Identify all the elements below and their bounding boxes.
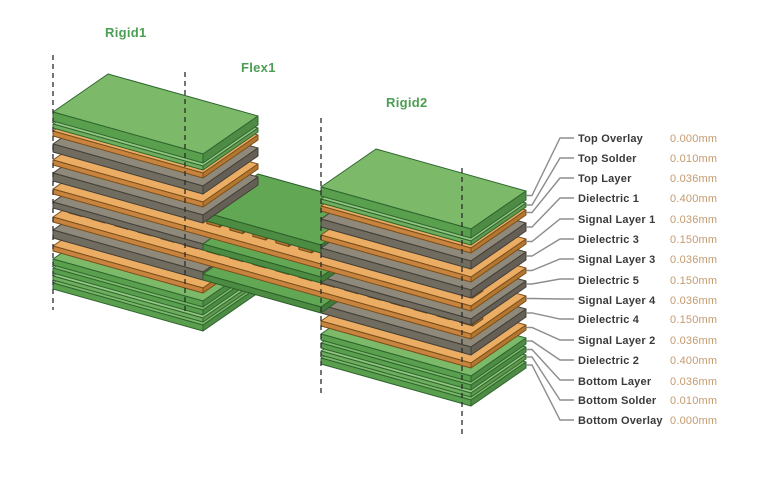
layer-name: Signal Layer 1 [578, 214, 656, 226]
leader-line [526, 326, 574, 341]
leader-line [526, 197, 574, 228]
layer-thickness: 0.150mm [670, 275, 718, 287]
layer-name: Dielectric 4 [578, 314, 640, 326]
layer-thickness: 0.010mm [670, 153, 718, 165]
layer-thickness: 0.000mm [670, 415, 718, 427]
leader-line [526, 258, 574, 272]
layer-name: Top Solder [578, 153, 637, 165]
leader-line [526, 177, 574, 214]
legend-row: Top Solder 0.010mm [578, 150, 763, 166]
leader-line [526, 348, 574, 381]
layer-thickness: 0.150mm [670, 314, 718, 326]
legend-row: Top Overlay 0.000mm [578, 130, 763, 146]
legend-row: Bottom Layer 0.036mm [578, 373, 763, 389]
layer-thickness: 0.400mm [670, 355, 718, 367]
layer-name: Signal Layer 3 [578, 254, 656, 266]
legend-row: Signal Layer 1 0.036mm [578, 211, 763, 227]
layer-thickness: 0.036mm [670, 376, 718, 388]
layer-thickness: 0.036mm [670, 335, 718, 347]
legend-row: Dielectric 1 0.400mm [578, 190, 763, 206]
layer-name: Bottom Layer [578, 376, 652, 388]
layer-thickness: 0.036mm [670, 173, 718, 185]
layer-slab-ov [52, 73, 259, 164]
legend-row: Signal Layer 4 0.036mm [578, 292, 763, 308]
legend-row: Dielectric 4 0.150mm [578, 311, 763, 327]
legend-row: Signal Layer 3 0.036mm [578, 251, 763, 267]
layer-name: Dielectric 1 [578, 193, 640, 205]
section-label-rigid1: Rigid1 [105, 25, 147, 40]
layer-name: Top Overlay [578, 133, 643, 145]
layer-thickness: 0.036mm [670, 214, 718, 226]
leader-line [526, 356, 574, 401]
leader-line [526, 364, 574, 421]
layer-name: Bottom Overlay [578, 415, 663, 427]
legend-row: Signal Layer 2 0.036mm [578, 332, 763, 348]
layer-thickness: 0.036mm [670, 295, 718, 307]
layer-thickness: 0.400mm [670, 193, 718, 205]
layer-thickness: 0.000mm [670, 133, 718, 145]
layer-thickness: 0.150mm [670, 234, 718, 246]
layer-thickness: 0.010mm [670, 395, 718, 407]
section-label-rigid2: Rigid2 [386, 95, 428, 110]
leader-line [526, 278, 574, 285]
layer-name: Bottom Solder [578, 395, 657, 407]
layer-name: Signal Layer 2 [578, 335, 656, 347]
legend-row: Dielectric 3 0.150mm [578, 231, 763, 247]
layer-name: Dielectric 5 [578, 275, 640, 287]
layer-name: Top Layer [578, 173, 632, 185]
layer-name: Signal Layer 4 [578, 295, 656, 307]
leader-line [526, 137, 574, 197]
legend-row: Dielectric 2 0.400mm [578, 352, 763, 368]
leader-line [526, 340, 574, 361]
section-boundary-dashes [52, 55, 463, 437]
legend-row: Bottom Overlay 0.000mm [578, 412, 763, 428]
legend-row: Dielectric 5 0.150mm [578, 272, 763, 288]
layer-name: Dielectric 2 [578, 355, 640, 367]
leader-line [526, 312, 574, 320]
leader-line [526, 218, 574, 243]
legend-row: Bottom Solder 0.010mm [578, 392, 763, 408]
section-label-flex1: Flex1 [241, 60, 276, 75]
layer-name: Dielectric 3 [578, 234, 640, 246]
legend-row: Top Layer 0.036mm [578, 170, 763, 186]
leader-line [526, 157, 574, 206]
leader-line [526, 238, 574, 257]
legend-leader-lines [526, 137, 574, 421]
layer-thickness: 0.036mm [670, 254, 718, 266]
leader-line [526, 297, 574, 300]
